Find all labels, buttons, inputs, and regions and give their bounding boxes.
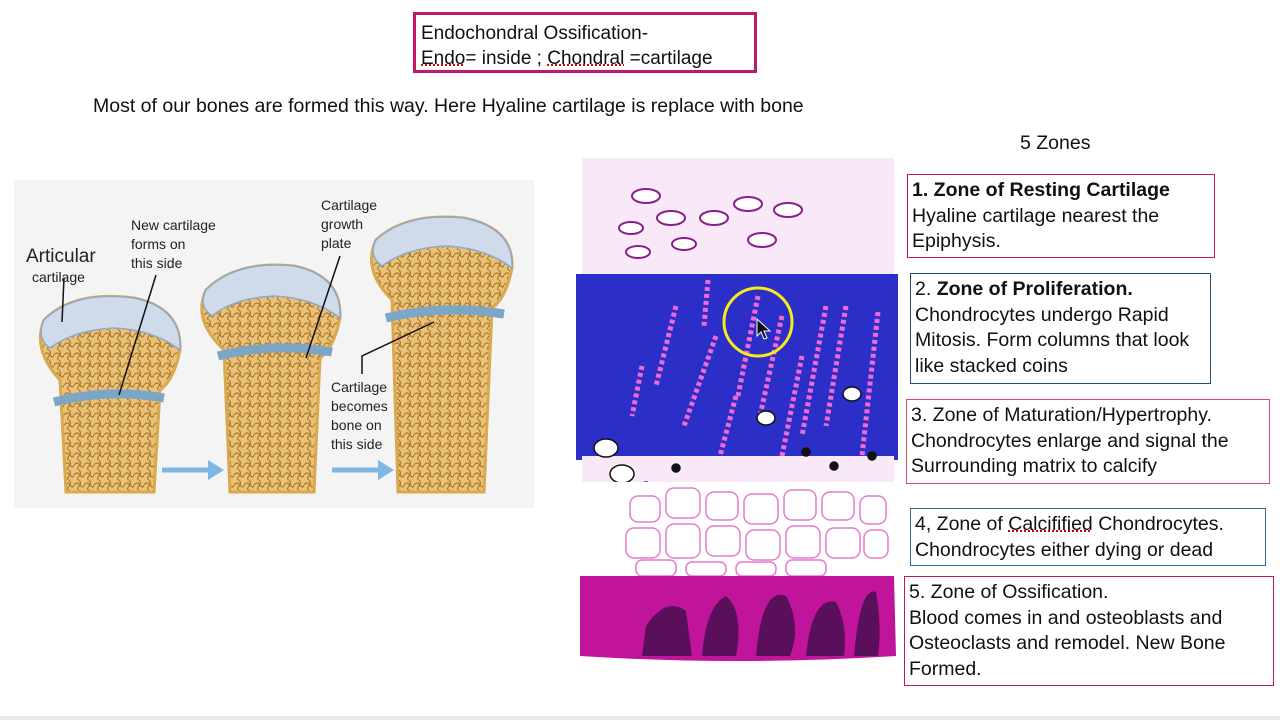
bone-1: [40, 296, 180, 492]
zone-3-box: 3. Zone of Maturation/Hypertrophy. Chond…: [906, 399, 1270, 484]
title-endo: Endo: [421, 48, 465, 69]
zone-1-title: 1. Zone of Resting Cartilage: [912, 178, 1210, 204]
label-growth-plate-1: Cartilage: [321, 197, 377, 213]
label-cartilage: cartilage: [32, 269, 85, 285]
zone-4-body: Chondrocytes either dying or dead: [915, 539, 1213, 561]
title-inside: = inside ;: [465, 48, 547, 69]
label-growth-plate-3: plate: [321, 235, 352, 251]
zone-5-box: 5. Zone of Ossification. Blood comes in …: [904, 576, 1274, 686]
title-line-1: Endochondral Ossification-: [421, 21, 749, 46]
bone-2: [202, 265, 340, 492]
zone-4-title-suffix: Chondrocytes.: [1093, 513, 1224, 535]
bone-3: [372, 217, 513, 492]
zone-4-title-word: Calcifified: [1008, 513, 1093, 535]
label-becomes-bone-1: Cartilage: [331, 379, 387, 395]
zone-5-body: Blood comes in and osteoblasts and Osteo…: [909, 607, 1226, 680]
label-becomes-bone-2: becomes: [331, 398, 388, 414]
label-articular: Articular: [26, 246, 96, 267]
zone-5-title: 5. Zone of Ossification.: [909, 580, 1269, 606]
zone-3-title: 3. Zone of Maturation/Hypertrophy.: [911, 403, 1265, 429]
label-new-cartilage-3: this side: [131, 255, 183, 271]
title-box: Endochondral Ossification- Endo= inside …: [413, 12, 757, 73]
resting-zone-band: [582, 158, 894, 276]
zone-3-body: Chondrocytes enlarge and signal the Surr…: [911, 430, 1229, 478]
label-growth-plate-2: growth: [321, 216, 363, 232]
zone-2-box: 2. Zone of Proliferation. Chondrocytes u…: [910, 273, 1211, 384]
title-chondral: Chondral: [547, 48, 624, 69]
zone-2-title: Zone of Proliferation.: [937, 278, 1133, 300]
label-becomes-bone-4: this side: [331, 436, 383, 452]
label-new-cartilage-1: New cartilage: [131, 217, 216, 233]
ossification-zone-band: [580, 576, 896, 661]
zone-2-title-row: 2. Zone of Proliferation.: [915, 277, 1206, 303]
label-new-cartilage-2: forms on: [131, 236, 185, 252]
zone-2-title-prefix: 2.: [915, 278, 937, 300]
zone-4-title-row: 4, Zone of Calcifified Chondrocytes.: [915, 512, 1261, 538]
zones-heading: 5 Zones: [1020, 132, 1090, 155]
growth-plate-zones-illustration: [576, 156, 898, 662]
bone-growth-illustration: Articular cartilage New cartilage forms …: [14, 180, 534, 508]
proliferation-zone-band: [576, 274, 898, 460]
title-cartilage: =cartilage: [624, 48, 712, 69]
title-line-2: Endo= inside ; Chondral =cartilage: [421, 46, 749, 71]
zone-4-title-prefix: 4, Zone of: [915, 513, 1008, 535]
zone-1-body: Hyaline cartilage nearest the Epiphysis.: [912, 205, 1159, 253]
intro-text: Most of our bones are formed this way. H…: [93, 95, 804, 118]
zone-2-body: Chondrocytes undergo Rapid Mitosis. Form…: [915, 304, 1189, 377]
zone-4-box: 4, Zone of Calcifified Chondrocytes. Cho…: [910, 508, 1266, 566]
zone-1-box: 1. Zone of Resting Cartilage Hyaline car…: [907, 174, 1215, 258]
bottom-bar: [0, 716, 1280, 720]
label-becomes-bone-3: bone on: [331, 417, 382, 433]
